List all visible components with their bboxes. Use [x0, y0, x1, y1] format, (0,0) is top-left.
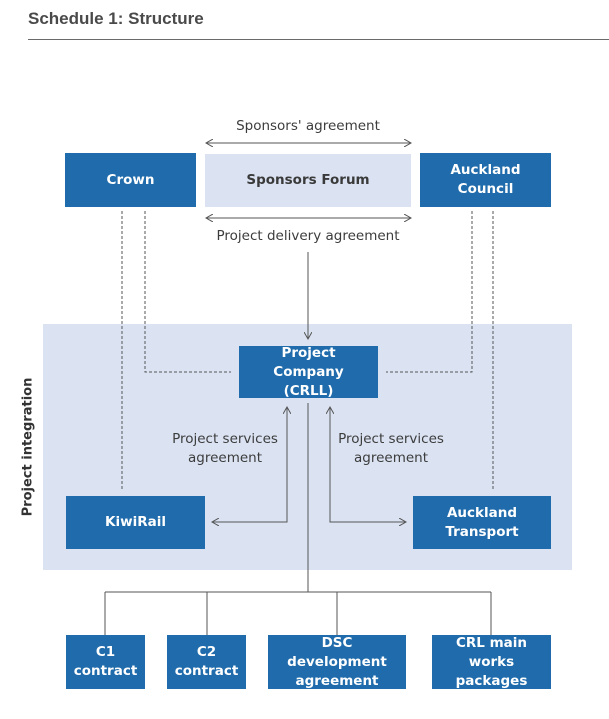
node-sponsors-forum: Sponsors Forum: [205, 154, 411, 207]
node-auckland-transport: Auckland Transport: [413, 496, 551, 549]
project-services-right-arrow: [330, 407, 406, 522]
node-crl-main-works-packages: CRL main works packages: [432, 635, 551, 689]
council-to-company-dashed: [386, 211, 473, 373]
sponsors-agreement-label: Sponsors' agreement: [236, 118, 380, 134]
node-kiwirail: KiwiRail: [66, 496, 205, 549]
project-services-left-arrow: [212, 407, 287, 522]
node-c1-contract: C1 contract: [66, 635, 145, 689]
project-services-right-label: Project services agreement: [338, 431, 444, 466]
node-c2-contract: C2 contract: [167, 635, 246, 689]
node-dsc-development-agreement: DSC development agreement: [268, 635, 406, 689]
node-crown: Crown: [65, 153, 196, 207]
page-title: Schedule 1: Structure: [28, 9, 204, 28]
project-services-left-label: Project services agreement: [172, 431, 278, 466]
title-rule: [28, 39, 609, 40]
node-auckland-council: Auckland Council: [420, 153, 551, 207]
project-delivery-agreement-label: Project delivery agreement: [216, 228, 400, 244]
crown-to-company-dashed: [144, 211, 231, 373]
node-project-company: Project Company (CRLL): [239, 345, 378, 399]
